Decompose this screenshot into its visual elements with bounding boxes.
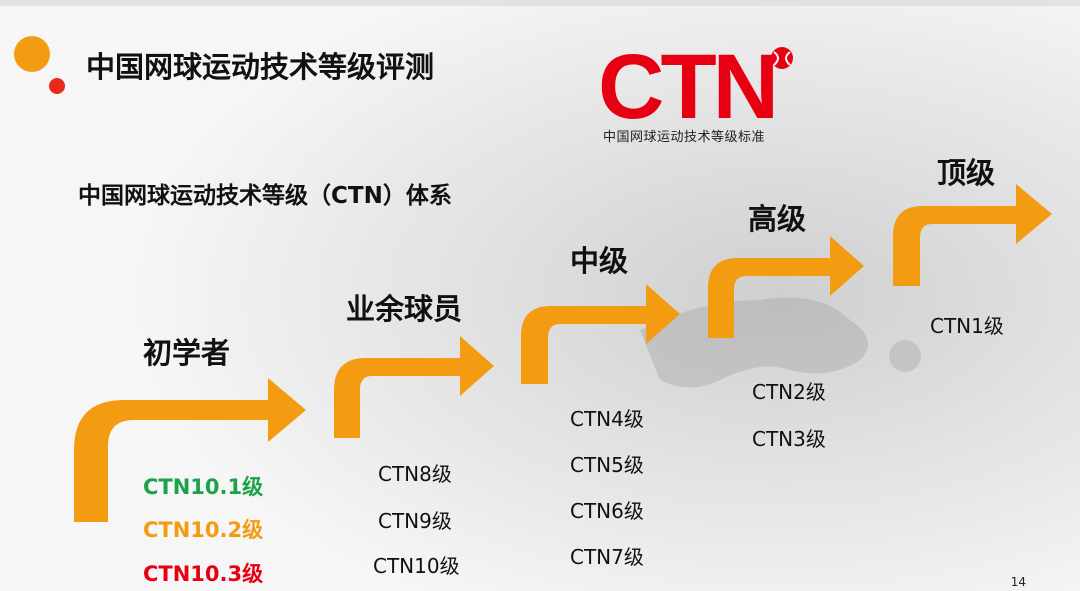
stage-amateur-title: 业余球员 <box>346 286 462 328</box>
level-item: CTN7级 <box>570 541 644 570</box>
arrow-5 <box>893 184 1052 286</box>
level-item: CTN1级 <box>930 310 1004 339</box>
level-item: CTN8级 <box>378 458 452 487</box>
level-item: CTN3级 <box>752 423 826 452</box>
stage-top-title: 顶级 <box>937 150 995 192</box>
stage-intermediate-title: 中级 <box>570 238 628 280</box>
level-item: CTN10.2级 <box>143 514 263 544</box>
level-item: CTN10.3级 <box>143 558 263 588</box>
level-item: CTN4级 <box>570 403 644 432</box>
stage-advanced-title: 高级 <box>748 196 806 238</box>
level-item: CTN9级 <box>378 505 452 534</box>
level-item: CTN5级 <box>570 449 644 478</box>
arrow-3 <box>521 284 680 384</box>
arrow-2 <box>334 336 494 438</box>
stage-beginner-title: 初学者 <box>143 330 230 372</box>
arrow-4 <box>708 236 864 338</box>
level-item: CTN10级 <box>373 550 460 579</box>
level-item: CTN2级 <box>752 376 826 405</box>
page-number: 14 <box>1011 575 1026 589</box>
level-item: CTN10.1级 <box>143 471 263 501</box>
level-item: CTN6级 <box>570 495 644 524</box>
